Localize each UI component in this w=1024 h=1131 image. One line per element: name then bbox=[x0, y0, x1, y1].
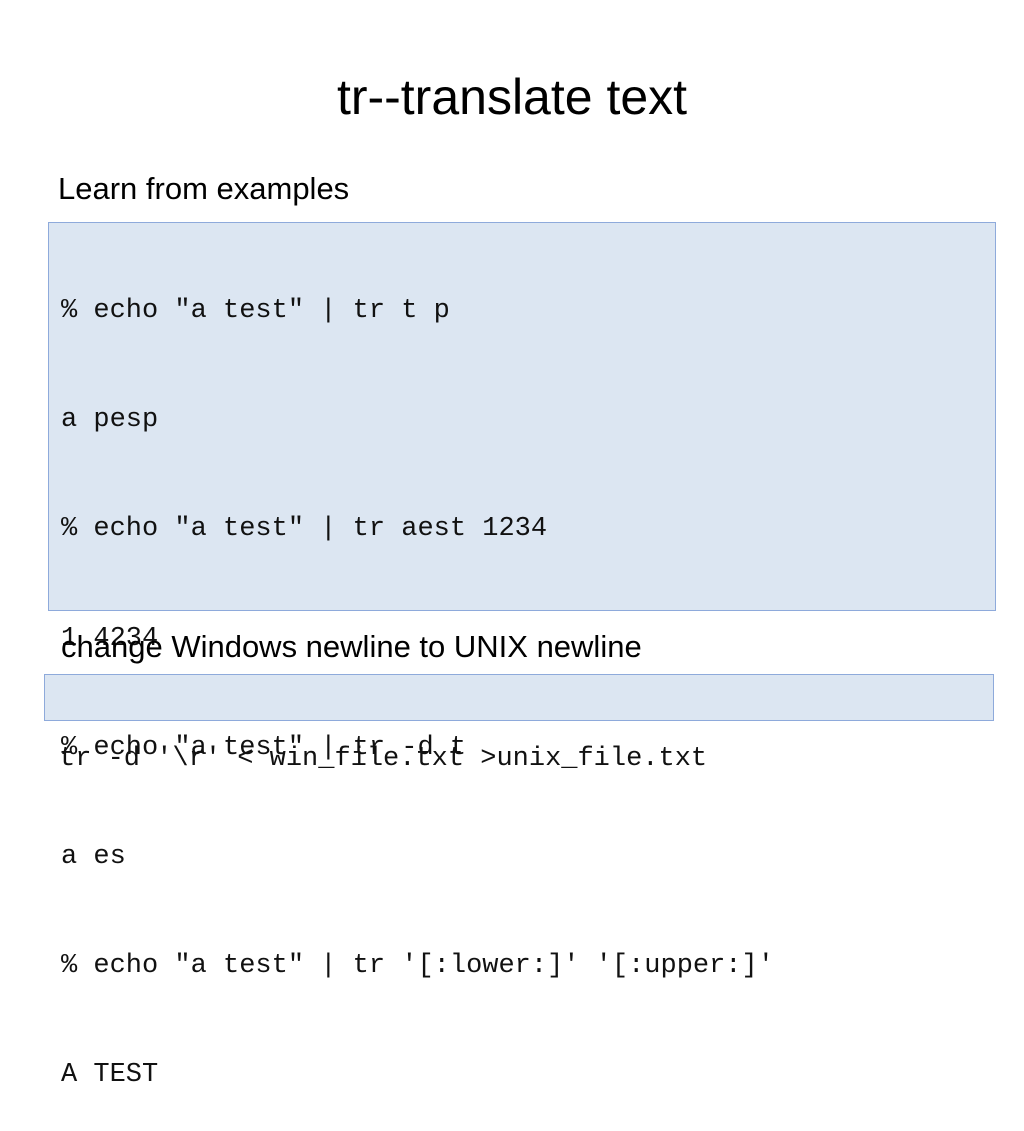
code-line: tr -d '\r' < win_file.txt >unix_file.txt bbox=[59, 744, 708, 774]
code-line: % echo "a test" | tr aest 1234 bbox=[61, 514, 548, 545]
code-line: % echo "a test" | tr t p bbox=[61, 296, 450, 326]
code-line: A TEST bbox=[61, 1060, 159, 1091]
section-label-newline: change Windows newline to UNIX newline bbox=[61, 629, 642, 664]
code-line: % echo "a test" | tr '[:lower:]' '[:uppe… bbox=[61, 951, 774, 982]
code-line: % echo "a test" | tr -d t bbox=[61, 732, 467, 763]
code-line: a pesp bbox=[61, 405, 159, 436]
newline-code-block: tr -d '\r' < win_file.txt >unix_file.txt bbox=[44, 674, 994, 774]
slide-title: tr--translate text bbox=[336, 69, 688, 125]
section-label-examples: Learn from examples bbox=[58, 171, 350, 206]
code-line: a es bbox=[61, 841, 126, 872]
code-line: 1 4234 bbox=[61, 623, 159, 654]
examples-code-block: % echo "a test" | tr t p a pesp % echo "… bbox=[48, 222, 996, 1090]
